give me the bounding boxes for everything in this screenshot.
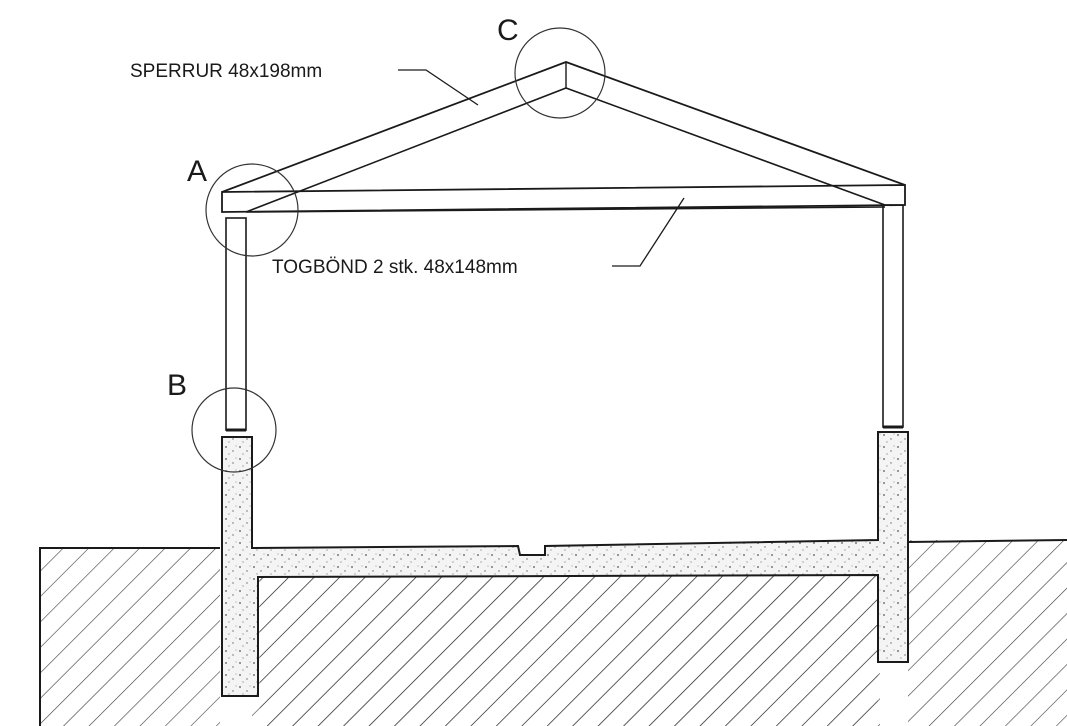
- detail-circle-a: [205, 163, 299, 257]
- tie-beam-bottom: [245, 206, 886, 213]
- detail-label-a: A: [187, 155, 207, 188]
- tie-beam-label: TOGBÖND 2 stk. 48x148mm: [272, 257, 518, 278]
- right-wall-post: [882, 204, 904, 428]
- rafter-outer: [221, 61, 906, 193]
- tie-beam-leader-line: [612, 197, 685, 267]
- concrete-foundation: [221, 431, 909, 697]
- rafter-label: SPERRUR 48x198mm: [130, 61, 322, 82]
- ground-surface-line-right: [907, 539, 1067, 543]
- detail-circle-c: [514, 27, 606, 119]
- ground-surface-line: [39, 547, 220, 726]
- ground-between-footings: [252, 575, 880, 726]
- detail-label-b: B: [167, 369, 187, 402]
- rafter-leader-line: [398, 69, 479, 106]
- tie-beam: [221, 184, 906, 213]
- detail-circle-b: [191, 387, 277, 473]
- detail-label-c: C: [497, 14, 519, 47]
